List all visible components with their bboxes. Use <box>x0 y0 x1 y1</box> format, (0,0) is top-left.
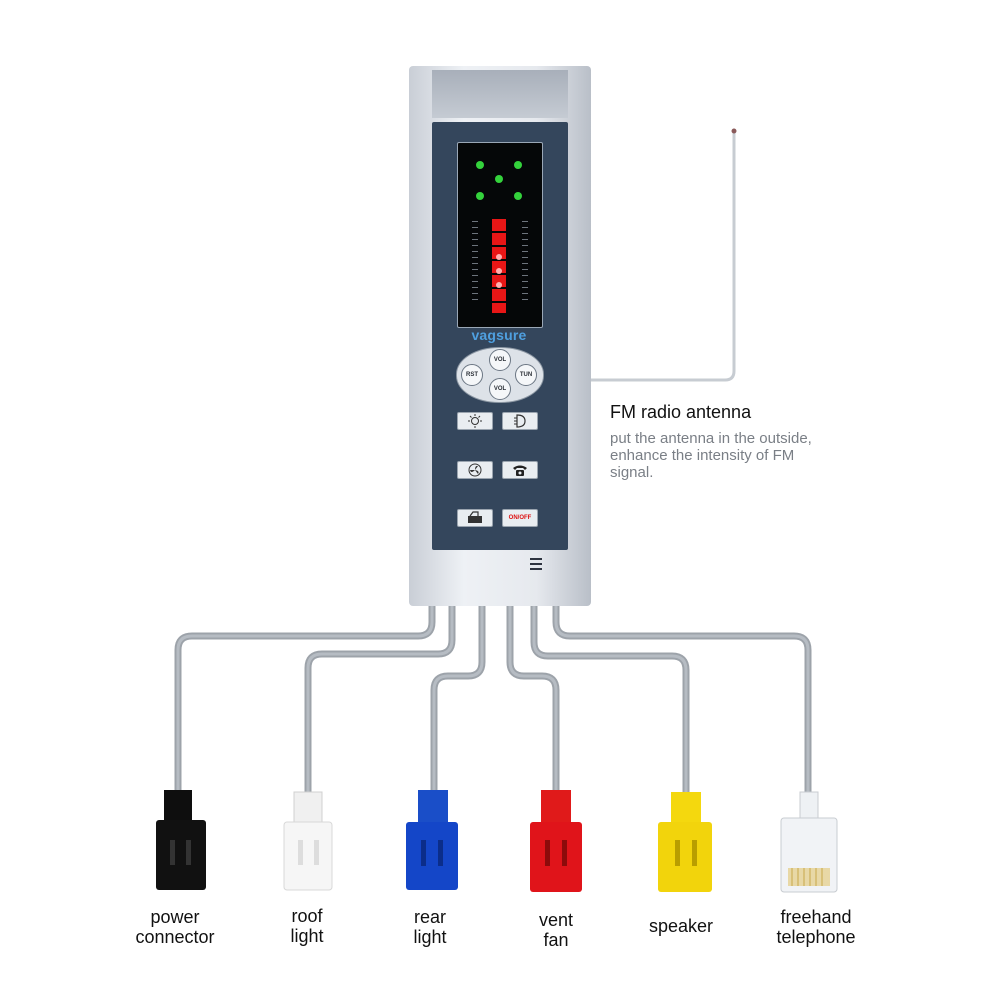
volume-down-button[interactable]: VOL <box>489 378 511 400</box>
power-onoff-button[interactable]: ON/OFF <box>502 509 538 527</box>
led-green-1 <box>476 161 484 169</box>
shower-icon <box>468 511 482 523</box>
shower-button[interactable] <box>457 509 493 527</box>
reset-button[interactable]: RST <box>461 364 483 386</box>
volume-up-button[interactable]: VOL <box>489 349 511 371</box>
tune-button[interactable]: TUN <box>515 364 537 386</box>
antenna-tip <box>731 128 737 134</box>
speaker-label: speaker <box>648 916 714 936</box>
vent-fan-button[interactable] <box>457 461 493 479</box>
volume-bar <box>492 219 506 313</box>
roof-light-connector <box>283 791 333 891</box>
led-indicators <box>472 161 528 313</box>
led-green-3 <box>495 175 503 183</box>
lamp-icon <box>514 414 526 428</box>
led-green-5 <box>514 192 522 200</box>
roof-light-button[interactable] <box>457 412 493 430</box>
antenna-description: put the antenna in the outside, enhance … <box>610 430 812 481</box>
led-green-2 <box>514 161 522 169</box>
menu-icon <box>528 556 546 572</box>
radio-control-pad: VOL RST TUN VOL <box>456 347 544 403</box>
telephone-connector <box>780 791 838 893</box>
led-green-4 <box>476 192 484 200</box>
antenna-title: FM radio antenna <box>610 402 752 422</box>
rear-light-connector <box>406 790 458 890</box>
led-display <box>457 142 543 328</box>
speaker-connector <box>658 792 712 892</box>
antenna-wire <box>589 130 736 382</box>
telephone-icon <box>513 465 527 476</box>
fan-icon <box>468 463 482 477</box>
bulb-icon <box>468 414 482 428</box>
brand-logo: vagsure <box>471 327 527 343</box>
telephone-button[interactable] <box>502 461 538 479</box>
power-connector <box>156 790 206 890</box>
panel-top-bar <box>432 70 568 118</box>
vent-fan-connector <box>530 790 582 892</box>
rear-light-button[interactable] <box>502 412 538 430</box>
